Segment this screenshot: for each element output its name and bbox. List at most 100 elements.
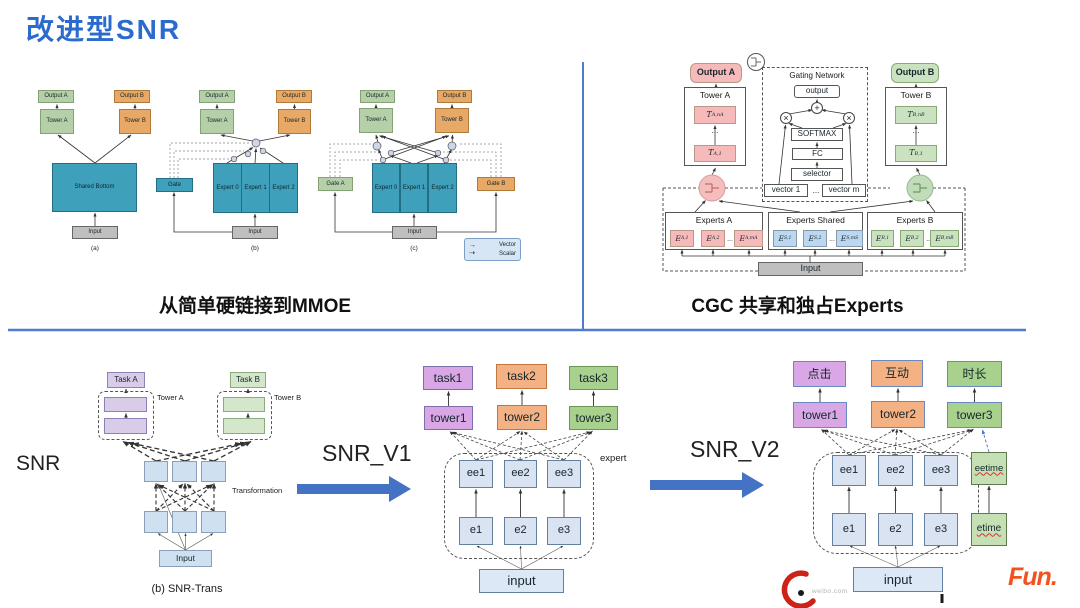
v2-tower-box: tower1 [793, 402, 847, 428]
v1-tower-box: tower3 [569, 406, 618, 430]
v1-ee-box: ee3 [547, 460, 581, 488]
c-output-b-box: Output B [437, 90, 472, 103]
v1-wires [446, 390, 596, 517]
v2-task-box: 时长 [947, 361, 1002, 387]
gate-icon-a [698, 174, 726, 202]
a-tag: (a) [91, 245, 99, 252]
c-input-box: Input [392, 226, 437, 239]
snr-tower-a-unit [104, 397, 147, 412]
v2-input-box: input [853, 567, 943, 592]
snr-v2-label: SNR_V2 [690, 436, 780, 462]
v2-e-box: e2 [878, 513, 913, 546]
legend-scalar-label: Scalar [498, 250, 516, 257]
v2-ee-box: ee3 [924, 455, 958, 486]
scalar-arrow-icon: ⇢ [469, 250, 475, 257]
c-tower-a-box: Tower A [359, 108, 393, 133]
b-gate-box: Gate [156, 178, 193, 192]
weibo-logo-icon [781, 570, 816, 608]
snr-v1-label: SNR_V1 [322, 440, 412, 466]
cursor-mark [940, 594, 944, 603]
snr-module-box [172, 511, 197, 533]
cgc-tower-a-dots: ... [711, 126, 719, 135]
cgc-input-box: Input [758, 262, 863, 276]
cgc-fc-box: FC [792, 148, 843, 160]
diagram-b-scalar-wires [169, 142, 251, 178]
v1-ee-box: ee1 [459, 460, 493, 488]
cgc-gating-frame [762, 67, 868, 202]
c-expert-box: Expert 0 [372, 163, 400, 213]
snr-caption: (b) SNR-Trans [151, 583, 223, 595]
a-tower-b-box: Tower B [119, 109, 151, 134]
b-expert-box: Expert 1 [241, 163, 270, 213]
cgc-experts-a-dots: ... [727, 236, 733, 243]
watermark-text: weibo.com [812, 588, 848, 595]
page-title: 改进型SNR [26, 14, 182, 45]
snr-tower-a-unit [104, 418, 147, 434]
gate-nodes-c [372, 141, 457, 164]
cgc-tower-b-label: Tower B [900, 90, 932, 100]
multiply-node-icon: × [780, 112, 792, 124]
cgc-vectorm-box: vector m [822, 184, 866, 197]
a-shared-bottom-box: Shared Bottom [52, 163, 137, 212]
cgc-experts-b-label: Experts B [896, 215, 934, 225]
v1-ee-box: ee2 [504, 460, 537, 488]
snr-transformation-label: Transformation [232, 486, 283, 495]
v1-task-box: task3 [569, 366, 618, 390]
b-tower-a-box: Tower A [200, 109, 234, 134]
c-output-a-box: Output A [360, 90, 395, 103]
multiply-node-icon: × [843, 112, 855, 124]
b-input-box: Input [232, 226, 278, 239]
v1-tower-box: tower1 [424, 406, 473, 430]
legend-vector-label: Vector [498, 242, 516, 249]
snr-task-b-box: Task B [230, 372, 266, 388]
a-input-box: Input [72, 226, 118, 239]
v1-tower-box: tower2 [497, 405, 547, 430]
cgc-output-b-box: Output B [891, 63, 939, 83]
caption-left: 从简单硬链接到MMOE [158, 296, 352, 317]
cgc-tower-b-dots: ... [912, 126, 920, 135]
gating-network-icon [747, 53, 765, 71]
snr-module-box [144, 511, 168, 533]
snr-task-a-box: Task A [107, 372, 145, 388]
v2-expert-frame [813, 452, 979, 554]
b-tag: (b) [251, 245, 259, 252]
cgc-experts-shared-dots: ... [829, 236, 835, 243]
b-expert-box: Expert 2 [269, 163, 298, 213]
cgc-dashed-frame [662, 187, 966, 272]
c-expert-box: Expert 2 [428, 163, 457, 213]
diagram-c-scalar-wires [329, 143, 502, 177]
snr-route-wires [122, 440, 252, 462]
diagram-c-wires [333, 104, 498, 233]
snr-module-box [201, 461, 226, 482]
v2-input-wires [849, 545, 941, 568]
v2-wires [818, 388, 991, 513]
cgc-output-a-box: Output A [690, 63, 742, 83]
legend: → Vector ⇢ Scalar [464, 238, 521, 261]
v1-input-wires [476, 545, 564, 570]
v2-e-box: e3 [924, 513, 958, 546]
v1-task-box: task2 [496, 364, 547, 389]
v2-eetime-route-wire [981, 429, 990, 453]
cgc-vector1-box: vector 1 [764, 184, 808, 197]
snr-wires [124, 388, 250, 418]
c-expert-box: Expert 1 [400, 163, 428, 213]
snr-input-box: Input [159, 550, 212, 567]
v1-expert-label: expert [600, 453, 627, 464]
a-output-a-box: Output A [38, 90, 74, 103]
cgc-selector-box: selector [791, 168, 843, 181]
cgc-wires [680, 83, 947, 256]
v1-e-box: e2 [504, 517, 537, 545]
caption-right: CGC 共享和独占Experts [691, 296, 904, 317]
plus-node-icon: + [811, 102, 823, 114]
